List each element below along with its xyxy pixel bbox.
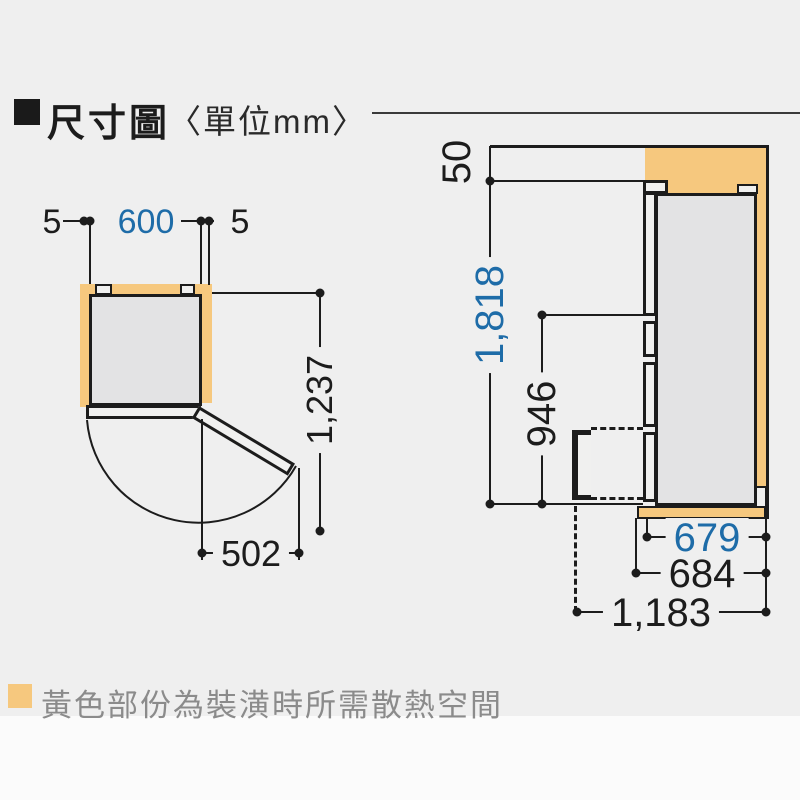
door-panel-2 (643, 321, 657, 357)
dim-swing-depth: 1,237 (299, 346, 340, 454)
dim-dot (79, 216, 89, 226)
dim-extension-line (542, 314, 655, 316)
dim-depth-with-base: 684 (660, 554, 744, 594)
dim-dot (85, 216, 95, 226)
fridge-body-top-view (89, 294, 202, 406)
dim-dot (537, 310, 547, 320)
wall-top-line (490, 145, 769, 148)
dim-dot (761, 568, 771, 578)
side-view-clearance-rear (755, 193, 766, 488)
drawer-dashed-bottom (591, 497, 643, 500)
dim-extension-line (212, 292, 321, 294)
unit-label: 〈單位mm〉 (168, 103, 367, 140)
dim-extension-line (635, 518, 637, 577)
dim-extension-line (490, 180, 643, 182)
dim-extension-line (89, 220, 91, 284)
dim-extension-line (200, 220, 202, 284)
dim-extension-line (298, 468, 300, 560)
dim-depth-drawer-open: 1,183 (602, 593, 720, 633)
dim-top-clearance: 50 (435, 139, 479, 185)
dim-dot (315, 526, 325, 536)
dim-extension-line (201, 419, 203, 560)
dim-right-clearance: 5 (230, 203, 250, 241)
dim-dot (642, 532, 652, 542)
dim-freezer-top-height: 946 (520, 372, 564, 456)
dim-body-depth: 679 (665, 518, 749, 558)
bottom-white-strip (0, 716, 800, 800)
drawer-front-panel (572, 430, 591, 500)
drawer-dashed-top (591, 427, 643, 430)
door-panel-3 (643, 362, 657, 427)
dim-dot (315, 288, 325, 298)
dim-dot (485, 176, 495, 186)
dim-width: 600 (117, 203, 175, 241)
dim-line (63, 220, 91, 222)
dim-dot (197, 548, 207, 558)
dim-left-clearance: 5 (42, 203, 62, 241)
page-title: 尺寸圖 (47, 103, 171, 145)
fridge-body-side-view (655, 193, 757, 506)
title-rule (372, 112, 800, 114)
dim-extension-line (765, 519, 767, 616)
dim-dot (196, 216, 206, 226)
drawer-dashed-depth-line (574, 506, 577, 612)
note-text: 黃色部份為裝潢時所需散熱空間 (41, 688, 503, 723)
dim-height: 1,818 (468, 256, 512, 374)
note-color-swatch (8, 684, 32, 708)
dim-dot (572, 607, 582, 617)
dim-extension-line (646, 518, 648, 541)
top-view-clearance-left (80, 284, 90, 407)
dim-dot (631, 568, 641, 578)
door-panel-4 (643, 432, 657, 502)
dim-dot (761, 532, 771, 542)
door-panel-1 (643, 192, 657, 316)
wall-right-line (766, 145, 769, 519)
dim-door-open-width: 502 (212, 536, 290, 572)
dim-extension-line (208, 220, 210, 285)
dim-dot (204, 216, 214, 226)
dim-dot (761, 607, 771, 617)
top-view-clearance-right (201, 284, 212, 403)
top-view-clearance-top (80, 284, 212, 296)
dim-dot (294, 548, 304, 558)
floor-reference-line (486, 503, 643, 505)
title-bullet-square (14, 99, 40, 125)
